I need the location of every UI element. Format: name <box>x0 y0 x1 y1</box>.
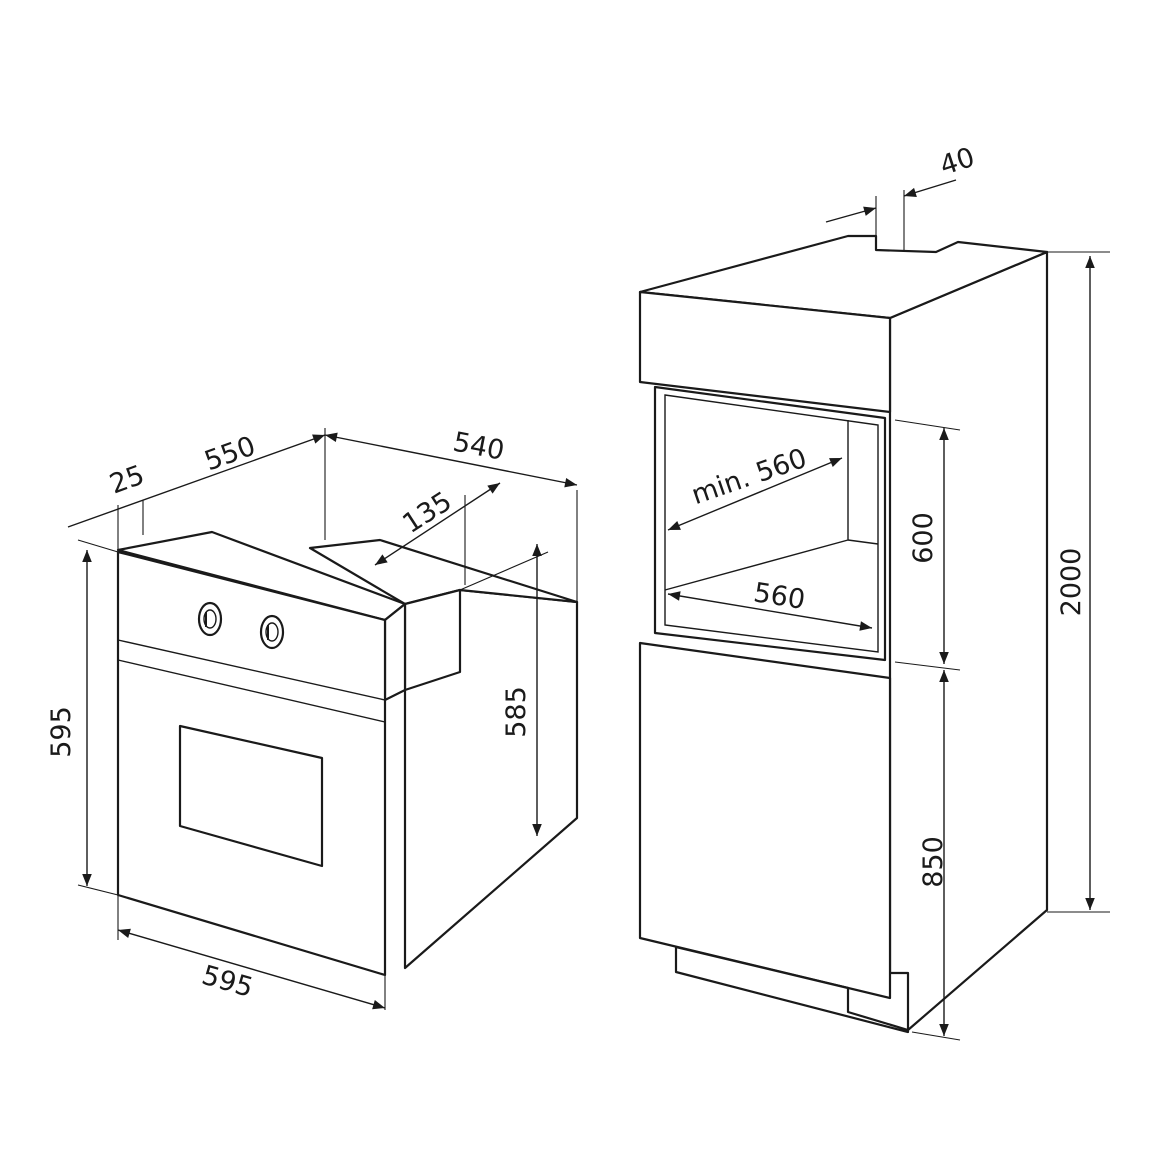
oven-dimension-lines <box>67 432 578 1010</box>
oven-depth-label: 550 <box>201 431 260 478</box>
cabinet-side-wall <box>888 250 1049 1032</box>
rear-offset-label: 135 <box>397 486 457 540</box>
cabinet-dimension-lines <box>667 179 1095 1036</box>
cabinet-extension-lines <box>875 190 1110 1041</box>
base-height-label: 850 <box>918 836 949 888</box>
total-height-label: 2000 <box>1056 548 1087 617</box>
niche-floor-line <box>847 539 879 545</box>
niche-height-label: 600 <box>908 512 939 564</box>
cabinet-top <box>638 234 1049 320</box>
panel-thickness-label: 25 <box>106 460 149 501</box>
panel-separator <box>117 639 386 701</box>
cabinet-plinth <box>674 945 910 1034</box>
oven-rear-block <box>403 588 462 692</box>
oven-body-height-label: 585 <box>501 686 532 738</box>
cabinet-upper-front <box>638 290 892 414</box>
oven-window <box>178 724 324 868</box>
oven-body-width-label: 540 <box>450 427 507 467</box>
right-knob <box>259 614 285 650</box>
oven-front-width-label: 595 <box>198 960 256 1004</box>
door-top-line <box>117 659 386 723</box>
oven-front-height-label: 595 <box>46 706 77 758</box>
oven-drawing: 595 595 550 25 540 135 585 <box>46 427 579 1010</box>
left-knob <box>197 601 223 637</box>
cabinet-drawing: 40 2000 600 850 min. 560 560 <box>638 142 1110 1041</box>
cabinet-lower-front <box>638 641 892 1000</box>
niche-opening <box>664 394 879 653</box>
top-gap-label: 40 <box>936 142 978 182</box>
control-panel-side <box>383 602 407 702</box>
